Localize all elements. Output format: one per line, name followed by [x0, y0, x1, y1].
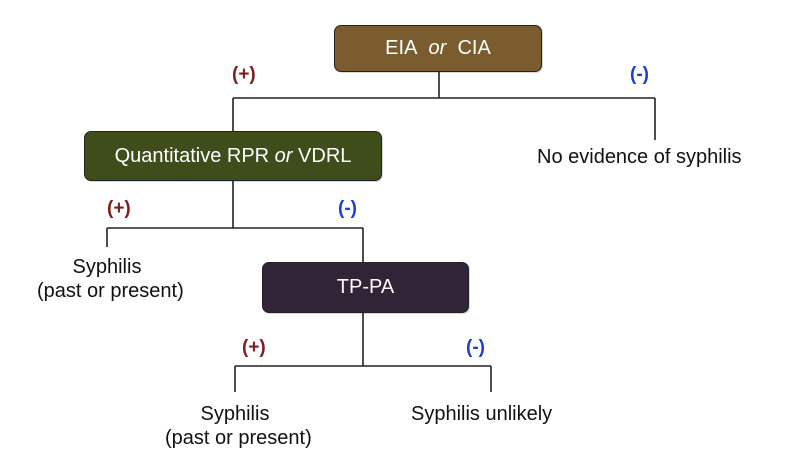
syphilis-1-line2: (past or present) — [37, 280, 184, 302]
syphilis-past-or-present-label-1: Syphilis (past or present) — [37, 255, 184, 303]
tppa-negative-sign: (-) — [466, 337, 485, 358]
eia-label: EIA — [385, 37, 418, 59]
quantitative-rpr-vdrl-box: Quantitative RPR or VDRL — [84, 131, 382, 181]
eia-or: or — [428, 37, 447, 59]
syphilis-past-or-present-label-2: Syphilis (past or present) — [165, 402, 312, 450]
vdrl-label: VDRL — [298, 144, 352, 167]
rpr-negative-sign: (-) — [338, 198, 357, 219]
rpr-or: or — [274, 144, 293, 167]
no-evidence-of-syphilis-label: No evidence of syphilis — [537, 146, 742, 168]
rpr-positive-sign: (+) — [107, 198, 131, 219]
cia-label: CIA — [457, 37, 491, 59]
tp-pa-box: TP-PA — [262, 262, 469, 313]
tppa-label: TP-PA — [336, 276, 395, 298]
syphilis-1-line1: Syphilis — [72, 256, 142, 278]
syphilis-unlikely-label: Syphilis unlikely — [411, 403, 553, 425]
rpr-label: Quantitative RPR — [114, 144, 270, 167]
tppa-positive-sign: (+) — [242, 337, 266, 358]
eia-negative-sign: (-) — [630, 64, 649, 85]
eia-cia-box: EIA or CIA — [334, 25, 542, 72]
eia-positive-sign: (+) — [232, 64, 256, 85]
syphilis-2-line2: (past or present) — [165, 427, 312, 449]
syphilis-2-line1: Syphilis — [200, 403, 270, 425]
